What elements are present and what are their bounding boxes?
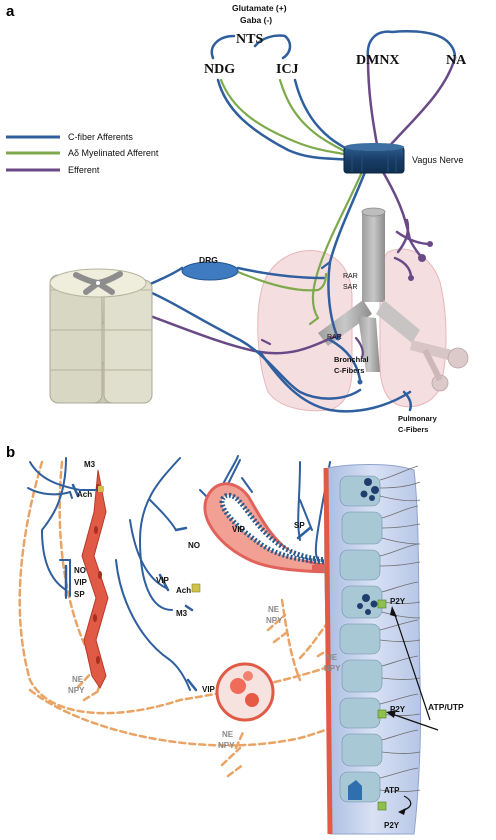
- legend-label-efferent: Efferent: [68, 165, 100, 175]
- vagus-to-sar: [311, 170, 364, 320]
- arrowheads: [386, 606, 406, 815]
- dmnx-na-arc: [366, 30, 457, 60]
- label-m3-gland: M3: [176, 609, 188, 618]
- label-ne-left: NE: [72, 675, 84, 684]
- sympathetic-fibers: [18, 460, 362, 778]
- efferent-dmnx: [366, 56, 380, 152]
- label-npy-left: NPY: [68, 686, 85, 695]
- airway-epithelium: [323, 464, 422, 835]
- label-sp-left: SP: [74, 590, 85, 599]
- label-ne-mid: NE: [268, 605, 280, 614]
- label-nts: NTS: [236, 32, 263, 47]
- label-ndg: NDG: [204, 62, 235, 77]
- label-drg: DRG: [199, 255, 218, 265]
- legend-label-cfiber: C-fiber Afferents: [68, 132, 133, 142]
- label-icj: ICJ: [276, 62, 299, 77]
- label-no-left: NO: [74, 566, 86, 575]
- blood-vessel: [215, 662, 275, 722]
- label-vip-top: VIP: [232, 525, 246, 534]
- panel-b-letter: b: [6, 444, 15, 461]
- label-vip-left: VIP: [74, 578, 88, 587]
- label-ne-right: NE: [326, 653, 338, 662]
- label-ach-left: Ach: [77, 490, 92, 499]
- label-ne-bottom: NE: [222, 730, 234, 739]
- label-npy-bottom: NPY: [218, 741, 235, 750]
- vagus-nerve-cuff: [343, 143, 405, 174]
- label-ach-gland: Ach: [176, 586, 191, 595]
- label-glutamate: Glutamate (+): [232, 3, 287, 13]
- spinal-cord: [49, 268, 153, 404]
- label-na: NA: [446, 53, 467, 68]
- drg-to-lung-adelta: [236, 270, 328, 292]
- panel-a: a: [6, 3, 469, 434]
- label-vagus-nerve: Vagus Nerve: [412, 155, 463, 165]
- label-bronchial-1: Bronchial: [334, 355, 369, 364]
- label-atp: ATP: [384, 786, 400, 795]
- panel-a-letter: a: [6, 3, 15, 20]
- label-p2y-3: P2Y: [384, 821, 400, 830]
- label-rar-upper: RAR: [343, 273, 358, 280]
- label-sp-right: SP: [294, 521, 305, 530]
- label-sar: SAR: [343, 284, 357, 291]
- cfiber-icj: [293, 78, 358, 157]
- trachea: [318, 207, 469, 392]
- nerve-endings: [335, 241, 433, 385]
- label-vip-bottom: VIP: [202, 685, 216, 694]
- label-npy-right: NPY: [324, 664, 341, 673]
- label-npy-mid: NPY: [266, 616, 283, 625]
- label-no-mid: NO: [188, 541, 200, 550]
- drg-ganglion: [181, 261, 239, 281]
- to-pulmonary: [258, 350, 412, 413]
- atp-arrows: [391, 611, 439, 811]
- drg-to-lung-cfiber: [236, 266, 326, 280]
- label-pulmonary-1: Pulmonary: [398, 414, 438, 423]
- label-p2y-2: P2Y: [390, 705, 406, 714]
- nts-bracket-left: [210, 34, 236, 60]
- label-dmnx: DMNX: [356, 53, 400, 68]
- label-m3-top: M3: [84, 460, 96, 469]
- label-vip-mid: VIP: [156, 576, 170, 585]
- efferent-na: [384, 56, 457, 152]
- panel-b: b: [6, 444, 464, 835]
- nts-bracket-right: [253, 34, 292, 60]
- label-gaba: Gaba (-): [240, 15, 272, 25]
- label-atp-utp: ATP/UTP: [428, 702, 464, 712]
- legend-label-adelta: Aδ Myelinated Afferent: [68, 148, 159, 158]
- smooth-muscle-strip: [81, 469, 109, 689]
- label-pulmonary-2: C-Fibers: [398, 425, 428, 434]
- label-rar-lower: RAR: [327, 334, 342, 341]
- legend: C-fiber Afferents Aδ Myelinated Afferent…: [6, 132, 159, 175]
- label-p2y-1: P2Y: [390, 597, 406, 606]
- cfiber-ndg: [216, 78, 354, 162]
- label-bronchial-2: C-Fibers: [334, 366, 364, 375]
- adelta-ndg: [219, 78, 356, 158]
